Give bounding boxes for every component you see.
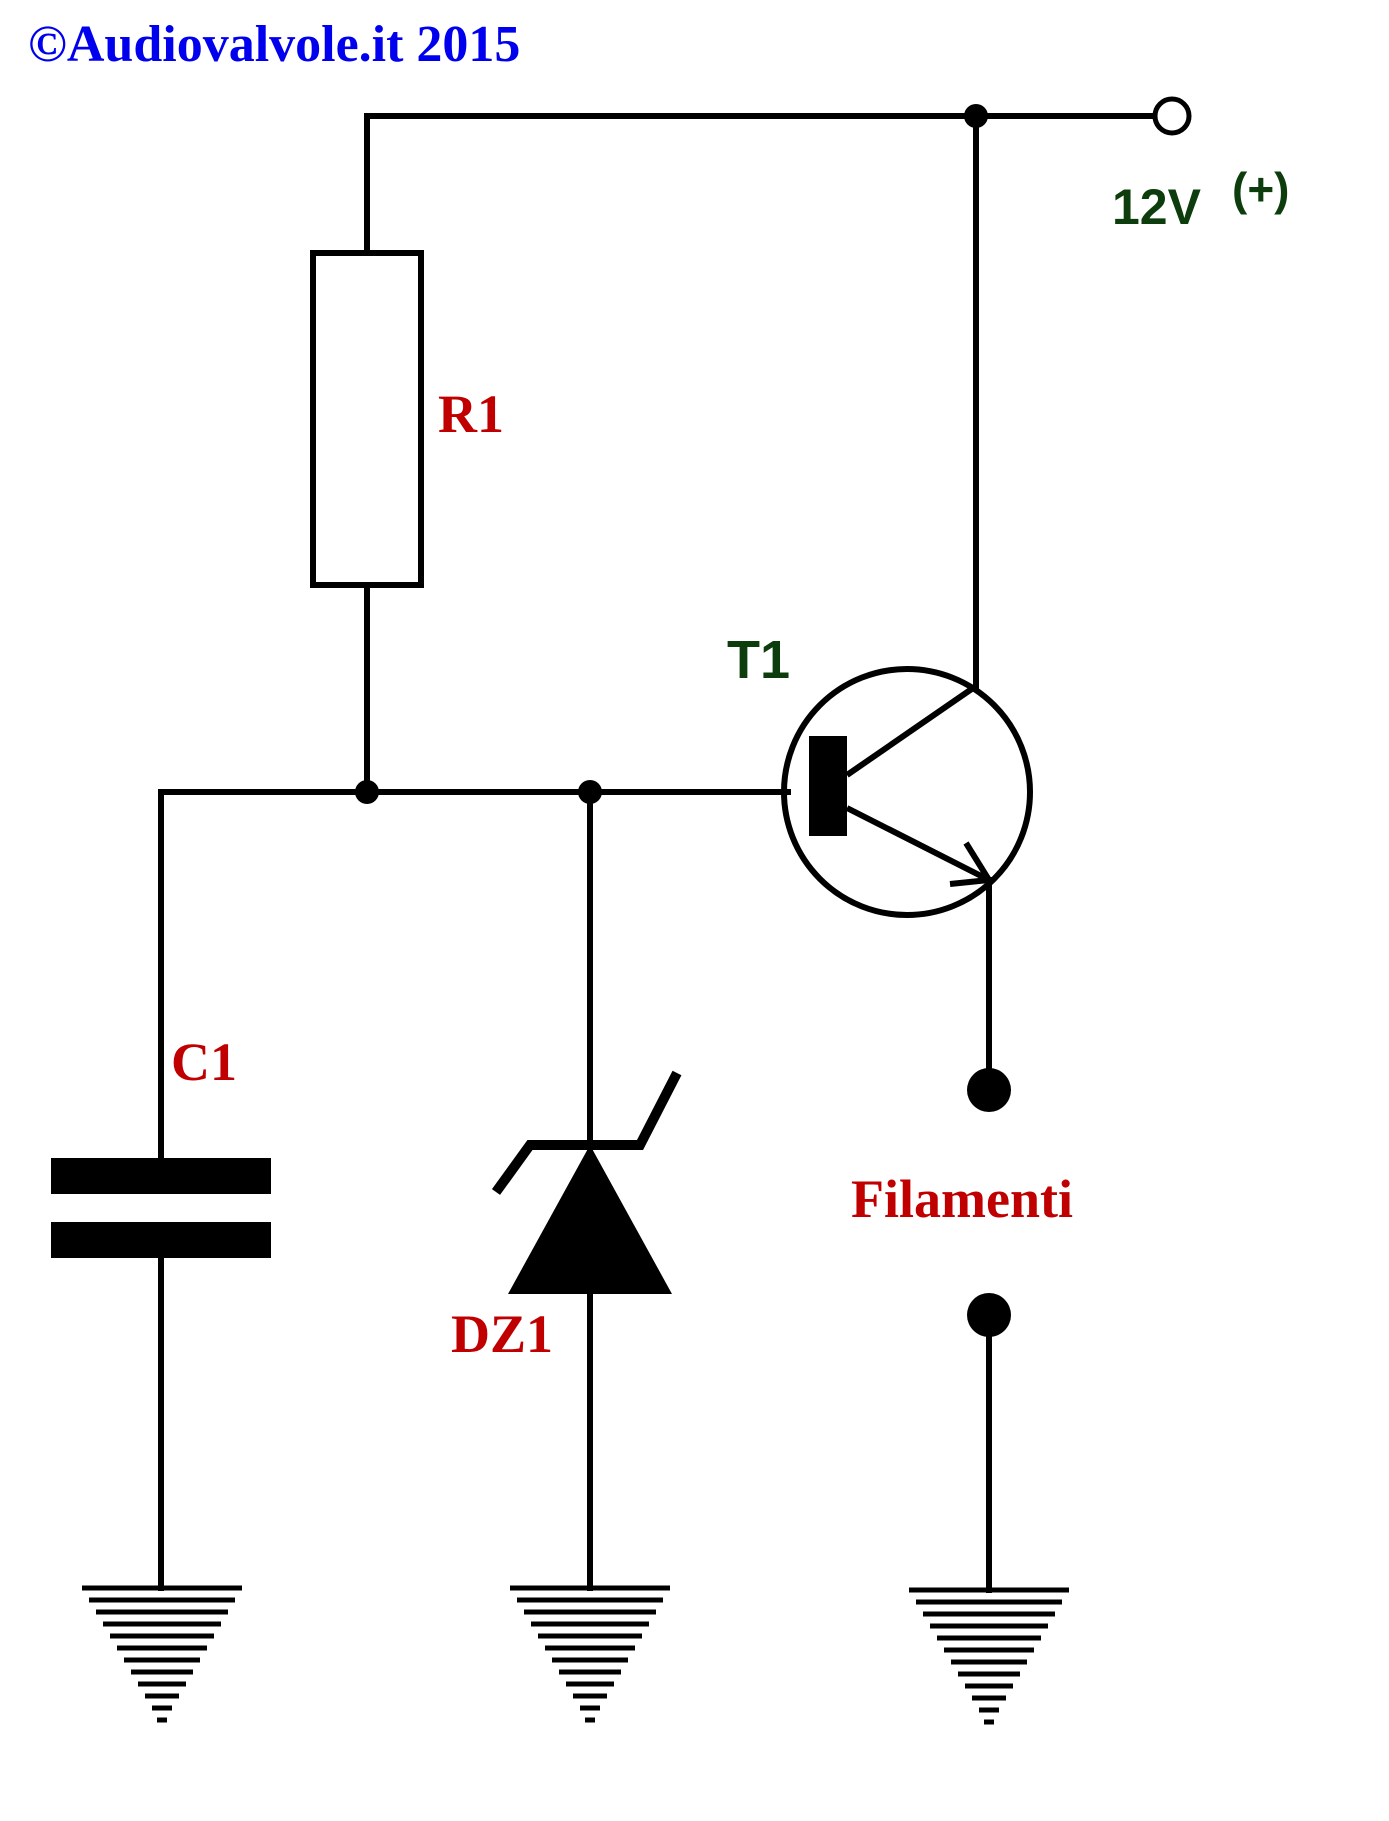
- wire-base-line: [158, 789, 791, 1161]
- transistor-emitter-arrow: [949, 841, 995, 887]
- junction-top-rail: [964, 104, 988, 128]
- transistor-label: T1: [727, 630, 790, 690]
- transistor-base-bar: [809, 736, 847, 836]
- capacitor-label: C1: [171, 1032, 237, 1092]
- filamenti-terminal-bottom: [967, 1293, 1011, 1337]
- copyright-text: ©Audiovalvole.it 2015: [28, 16, 520, 73]
- wire-top-rail: [364, 113, 1165, 256]
- supply-polarity-label: (+): [1232, 163, 1290, 215]
- transistor-t1: [781, 666, 1033, 918]
- transistor-envelope: [781, 666, 1033, 918]
- resistor-label: R1: [438, 384, 504, 444]
- zener-dz1: [491, 1070, 682, 1294]
- transistor-collector-lead: [845, 683, 978, 778]
- junction-zener-base: [578, 780, 602, 804]
- ground-filamenti: [909, 1587, 1069, 1725]
- supply-voltage-label: 12V: [1112, 179, 1202, 235]
- filamenti-terminal-top: [967, 1068, 1011, 1112]
- zener-label: DZ1: [451, 1304, 553, 1364]
- capacitor-plate-top: [51, 1158, 271, 1194]
- resistor-r1: [310, 250, 424, 588]
- capacitor-c1: [51, 1158, 271, 1258]
- junction-r1-base: [355, 780, 379, 804]
- zener-triangle: [508, 1145, 672, 1294]
- supply-terminal: [1152, 96, 1192, 136]
- zener-bar: [491, 1070, 682, 1195]
- ground-dz1: [510, 1585, 670, 1723]
- ground-c1: [82, 1585, 242, 1723]
- transistor-emitter-lead: [845, 805, 991, 883]
- capacitor-plate-bottom: [51, 1222, 271, 1258]
- load-label: Filamenti: [851, 1169, 1073, 1229]
